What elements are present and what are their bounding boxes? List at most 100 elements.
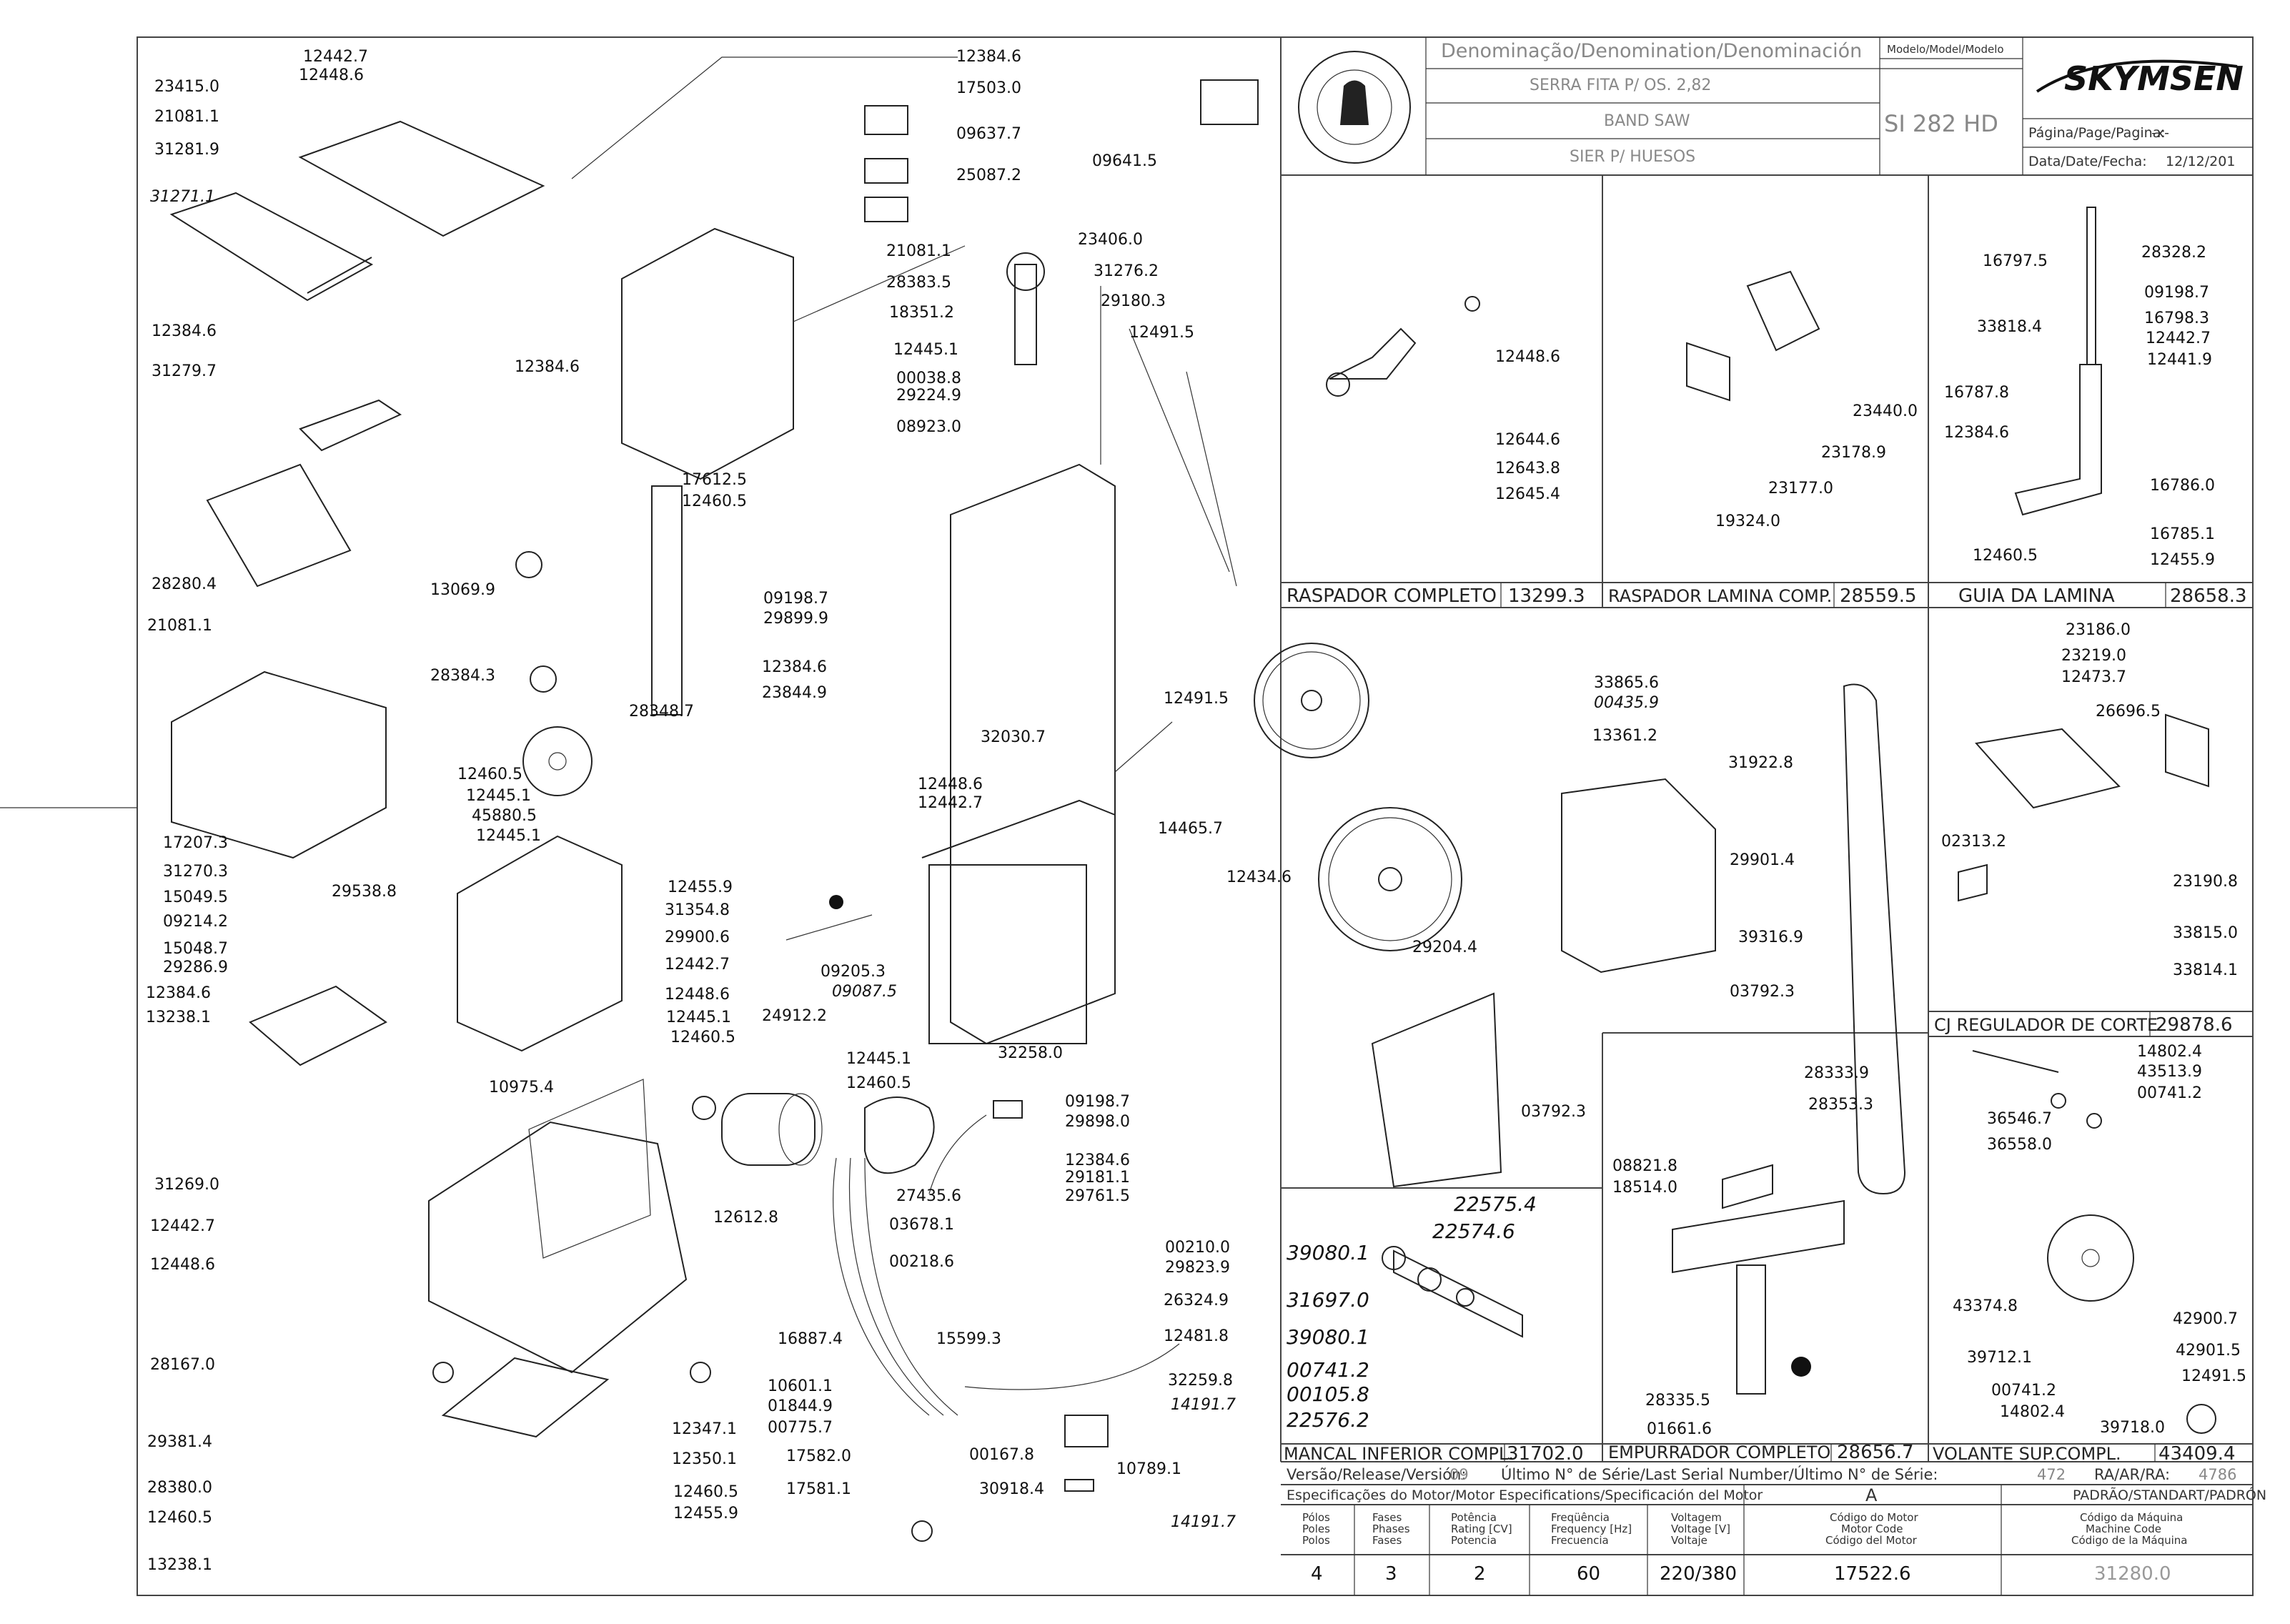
part-number: 12384.6 xyxy=(762,658,827,676)
lower-bearing-shaft xyxy=(1393,1249,1523,1338)
technical-assistance-seal-icon xyxy=(1298,51,1411,164)
part-number: 00105.8 xyxy=(1287,1382,1369,1406)
col-header: Voltagem xyxy=(1671,1511,1722,1524)
table-plate xyxy=(298,120,545,237)
col-value: 4 xyxy=(1311,1563,1323,1585)
part-number: 29286.9 xyxy=(163,959,228,976)
part-number: 08923.0 xyxy=(896,418,961,436)
part-number: 00218.6 xyxy=(889,1253,954,1271)
col-header: Polos xyxy=(1302,1534,1330,1547)
part-number: 23186.0 xyxy=(2066,621,2131,639)
part-number: 12455.9 xyxy=(2150,551,2215,569)
part-number: 31276.2 xyxy=(1094,262,1159,280)
serial-value: 472 xyxy=(2037,1466,2066,1483)
part-number: 12455.9 xyxy=(668,878,733,896)
part-number: 12643.8 xyxy=(1495,460,1560,477)
part-number: 28348.7 xyxy=(629,703,694,721)
part-number: 17503.0 xyxy=(956,79,1021,97)
part-number: 00741.2 xyxy=(1287,1358,1369,1382)
vertical-post xyxy=(651,485,683,716)
upper-wheel-cover xyxy=(1561,778,1716,974)
title-block-text: Denominação/Denomination/Denominación Mo… xyxy=(1441,40,2244,169)
part-number: 42900.7 xyxy=(2173,1310,2238,1328)
part-number: 12460.5 xyxy=(846,1074,911,1092)
part-number: 00775.7 xyxy=(768,1419,833,1437)
panel-title-raspador: RASPADOR COMPLETO xyxy=(1287,585,1497,607)
part-number: 26324.9 xyxy=(1164,1292,1229,1309)
date-label: Data/Date/Fecha: xyxy=(2028,154,2147,169)
technician-figure-icon xyxy=(1340,80,1369,125)
model-code: SI 282 HD xyxy=(1884,110,1998,137)
motor-col-motor-code: Código do Motor Motor Code Código del Mo… xyxy=(1825,1511,1918,1585)
part-number: 03678.1 xyxy=(889,1216,954,1234)
part-number: 21081.1 xyxy=(147,617,212,635)
part-number: 08821.8 xyxy=(1612,1157,1677,1175)
label-box-17503 xyxy=(864,105,908,135)
blade-guide-bracket xyxy=(2014,364,2102,516)
page-value: -x- xyxy=(2151,125,2169,141)
part-number: 33814.1 xyxy=(2173,961,2238,979)
product-name-pt: SERRA FITA P/ OS. 2,82 xyxy=(1530,76,1711,94)
col-header: Pólos xyxy=(1302,1511,1330,1524)
part-number: 29899.9 xyxy=(763,610,828,628)
blade-guide-post xyxy=(2086,207,2096,365)
motor-col-machine-code: Código da Máquina Machine Code Código de… xyxy=(2071,1511,2187,1585)
part-number: 09637.7 xyxy=(956,125,1021,143)
col-header: Código do Motor xyxy=(1830,1511,1918,1524)
part-number: 12445.1 xyxy=(846,1050,911,1068)
part-number: 12384.6 xyxy=(515,358,580,376)
part-number: 28383.5 xyxy=(886,274,951,292)
part-number: 12442.7 xyxy=(303,48,368,66)
part-number: 29898.0 xyxy=(1065,1113,1130,1131)
part-number: 12442.7 xyxy=(918,794,983,812)
center-housing xyxy=(457,835,623,1052)
part-number: 12350.1 xyxy=(672,1450,737,1468)
part-number: 28384.3 xyxy=(430,667,495,685)
rail-upper xyxy=(299,399,402,452)
part-number: 23219.0 xyxy=(2061,647,2126,665)
version-label: Versão/Release/Versión: xyxy=(1287,1466,1466,1483)
part-number: 39316.9 xyxy=(1738,929,1803,946)
base-cabinet xyxy=(428,1121,688,1374)
ra-label: RA/AR/RA: xyxy=(2094,1466,2170,1483)
part-number: 03792.3 xyxy=(1521,1103,1586,1121)
part-number: 32030.7 xyxy=(981,728,1046,746)
col-value: 60 xyxy=(1577,1563,1600,1585)
date-value: 12/12/201 xyxy=(2166,154,2235,169)
col-header: Phases xyxy=(1372,1522,1410,1535)
part-number: 43513.9 xyxy=(2137,1063,2202,1081)
part-number: 16787.8 xyxy=(1944,384,2009,402)
warning-label xyxy=(1064,1415,1109,1447)
panel-grid xyxy=(1280,37,2253,1595)
part-number: 29204.4 xyxy=(1412,939,1477,956)
panel-texts: RASPADOR COMPLETO 13299.3 12448.6 12644.… xyxy=(1284,244,2247,1465)
panel-code-regulador: 29878.6 xyxy=(2156,1014,2233,1036)
part-number: 12448.6 xyxy=(299,66,364,84)
part-number: 17612.5 xyxy=(682,471,747,489)
col-header: Potencia xyxy=(1451,1534,1497,1547)
blade-scraper-block xyxy=(1746,270,1820,352)
pusher-knob-icon xyxy=(1791,1357,1811,1377)
part-number: 30918.4 xyxy=(979,1480,1044,1498)
col-header: Frecuencia xyxy=(1551,1534,1609,1547)
col-header: Fases xyxy=(1372,1534,1402,1547)
part-number: 25087.2 xyxy=(956,167,1021,184)
part-number: 00741.2 xyxy=(2137,1084,2202,1102)
part-number: 15048.7 xyxy=(163,940,228,958)
part-number: 12481.8 xyxy=(1164,1327,1229,1345)
part-number: 12612.8 xyxy=(713,1209,778,1227)
part-number: 16798.3 xyxy=(2144,310,2209,327)
part-number: 16797.5 xyxy=(1983,252,2048,270)
part-number: 10601.1 xyxy=(768,1377,833,1395)
part-number: 12384.6 xyxy=(956,48,1021,66)
part-number: 12441.9 xyxy=(2147,351,2212,369)
part-number: 17582.0 xyxy=(786,1447,851,1465)
col-header: Fases xyxy=(1372,1511,1402,1524)
col-header: Rating [CV] xyxy=(1451,1522,1512,1535)
part-number: 15049.5 xyxy=(163,888,228,906)
part-number: 12384.6 xyxy=(1065,1152,1130,1169)
part-number: 12448.6 xyxy=(665,986,730,1004)
model-header: Modelo/Model/Modelo xyxy=(1887,43,2004,56)
motor-col-frequency: Freqüência Frequency [Hz] Frecuencia 60 xyxy=(1551,1511,1632,1585)
frame-column xyxy=(950,463,1116,1045)
